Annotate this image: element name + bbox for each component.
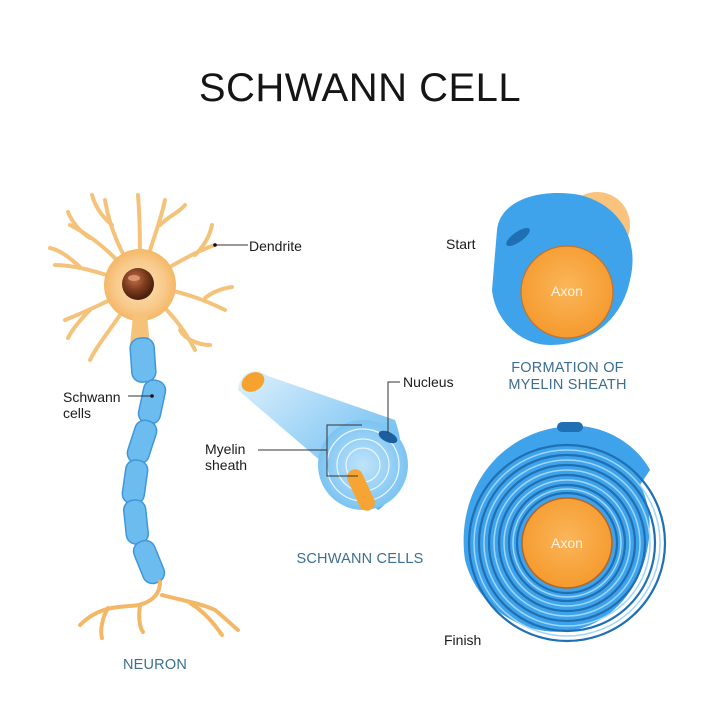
label-axon-finish: Axon [551,535,583,551]
myelin-formation-start [492,192,633,345]
caption-neuron: NEURON [122,657,188,673]
label-finish: Finish [444,632,482,648]
label-myelin-sheath-line2: sheath [205,457,248,473]
label-myelin-sheath-line1: Myelin [205,441,246,457]
caption-schwann-cells: SCHWANN CELLS [296,551,424,567]
schwann-segments [121,337,167,585]
caption-formation-line1: FORMATION OF [511,360,624,376]
label-start: Start [446,236,476,252]
axon-terminals [78,580,240,640]
diagram-title: SCHWANN CELL [198,66,522,110]
label-schwann-cells-line2: cells [63,405,92,421]
nucleus-neuron [122,268,154,300]
nucleus-schwann [378,430,398,444]
label-schwann-cells-line1: Schwann [63,389,121,405]
label-dendrite: Dendrite [249,238,302,254]
caption-formation-line2: MYELIN SHEATH [508,377,627,393]
myelin-formation-finish [463,422,667,643]
label-nucleus: Nucleus [403,374,454,390]
neuron-illustration [48,193,248,640]
schwann-cell-cone [238,371,408,511]
label-axon-start: Axon [551,283,583,299]
